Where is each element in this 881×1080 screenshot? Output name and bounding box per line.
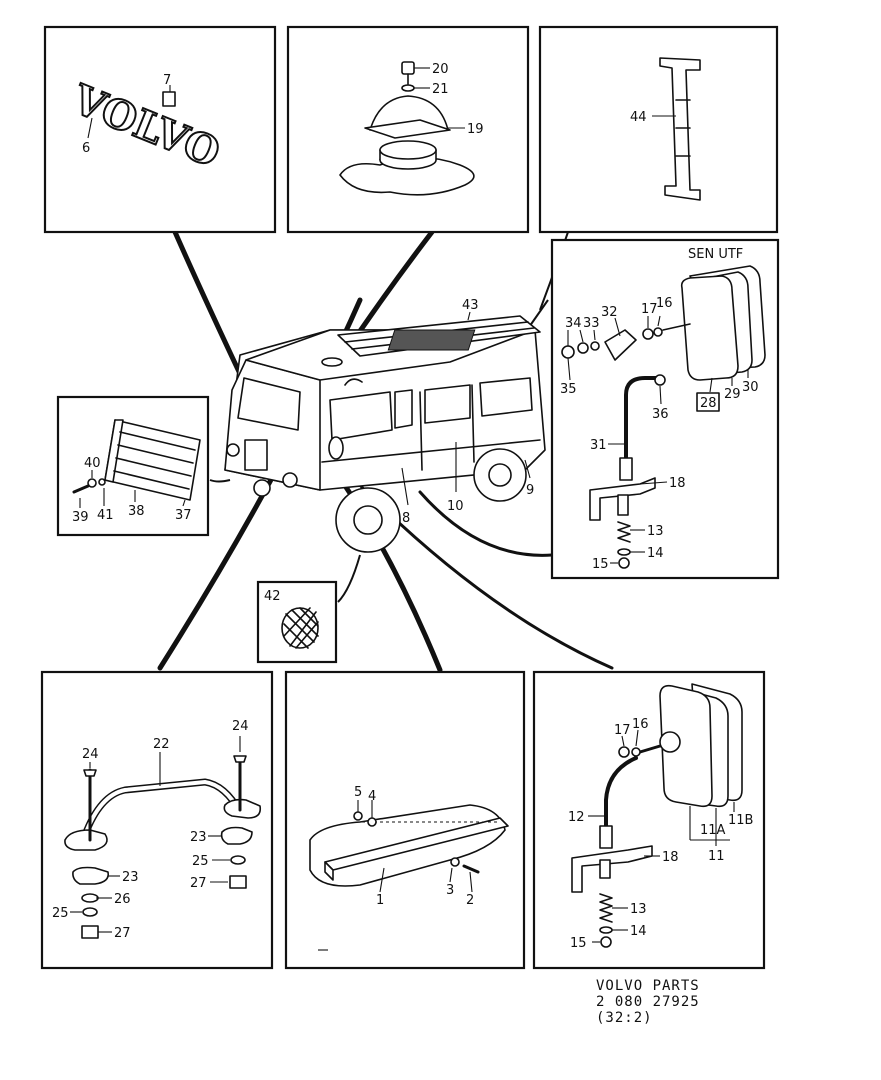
label-12: 12 bbox=[568, 810, 585, 825]
label-18: 18 bbox=[669, 476, 686, 491]
label-25-left: 25 bbox=[52, 906, 69, 921]
label-34: 34 bbox=[565, 316, 582, 331]
label-26: 26 bbox=[114, 892, 131, 907]
label-24-right: 24 bbox=[232, 719, 249, 734]
label-27-left: 27 bbox=[114, 926, 131, 941]
label-4: 4 bbox=[368, 789, 376, 804]
label-9: 9 bbox=[526, 483, 534, 498]
label-14-early: 14 bbox=[630, 924, 647, 939]
label-22: 22 bbox=[153, 737, 170, 752]
label-11: 11 bbox=[708, 849, 725, 864]
label-30: 30 bbox=[742, 380, 759, 395]
label-28: 28 bbox=[700, 396, 717, 411]
panel-grille: 40 39 41 38 37 bbox=[56, 395, 210, 537]
label-32: 32 bbox=[601, 305, 618, 320]
label-41: 41 bbox=[97, 508, 114, 523]
label-44: 44 bbox=[630, 110, 647, 125]
label-24-left: 24 bbox=[82, 747, 99, 762]
panel-grab-handle: 22 24 24 23 26 25 27 23 25 27 bbox=[40, 670, 274, 970]
label-13-early: 13 bbox=[630, 902, 647, 917]
label-25-right: 25 bbox=[192, 854, 209, 869]
catalog-reference: VOLVO PARTS 2 080 27925 (32:2) bbox=[596, 978, 700, 1026]
label-17: 17 bbox=[641, 302, 658, 317]
panel-roof-handle: 20 21 19 bbox=[286, 25, 530, 234]
label-38: 38 bbox=[128, 504, 145, 519]
label-7: 7 bbox=[163, 73, 171, 88]
label-19: 19 bbox=[467, 122, 484, 137]
footer-line-1: VOLVO PARTS bbox=[596, 978, 700, 994]
label-40: 40 bbox=[84, 456, 101, 471]
label-8: 8 bbox=[402, 511, 410, 526]
panel-rub-strip: 5 4 3 2 1 bbox=[284, 670, 526, 970]
label-43: 43 bbox=[462, 298, 479, 313]
vehicle-illustration: 43 8 10 9 bbox=[224, 298, 546, 553]
label-15-early: 15 bbox=[570, 936, 587, 951]
label-6: 6 bbox=[82, 141, 90, 156]
label-15: 15 bbox=[592, 557, 609, 572]
label-23-right: 23 bbox=[190, 830, 207, 845]
panel-emblem: 42 bbox=[256, 580, 338, 664]
label-5: 5 bbox=[354, 785, 362, 800]
label-17-early: 17 bbox=[614, 723, 631, 738]
label-27-right: 27 bbox=[190, 876, 207, 891]
panel-mirror-early: 17 16 12 18 13 14 15 11A 11B 11 bbox=[532, 670, 766, 970]
label-2: 2 bbox=[466, 893, 474, 908]
label-11b: 11B bbox=[728, 813, 753, 828]
label-33: 33 bbox=[583, 316, 600, 331]
label-31: 31 bbox=[590, 438, 607, 453]
label-36: 36 bbox=[652, 407, 669, 422]
label-10: 10 bbox=[447, 499, 464, 514]
panel-mirror-late: SEN UTF bbox=[550, 238, 780, 580]
label-18-early: 18 bbox=[662, 850, 679, 865]
label-37: 37 bbox=[175, 508, 192, 523]
label-21: 21 bbox=[432, 82, 449, 97]
label-16-early: 16 bbox=[632, 717, 649, 732]
panel-ladder: 44 bbox=[538, 25, 779, 234]
label-13: 13 bbox=[647, 524, 664, 539]
label-11a: 11A bbox=[700, 823, 726, 838]
label-20: 20 bbox=[432, 62, 449, 77]
label-16: 16 bbox=[656, 296, 673, 311]
label-14: 14 bbox=[647, 546, 664, 561]
footer-line-2: 2 080 27925 bbox=[596, 994, 700, 1010]
label-1: 1 bbox=[376, 893, 384, 908]
label-42: 42 bbox=[264, 589, 281, 604]
panel-logo: VOLVO 7 6 bbox=[43, 25, 277, 234]
variant-note: SEN UTF bbox=[688, 247, 743, 262]
label-23-left: 23 bbox=[122, 870, 139, 885]
footer-line-3: (32:2) bbox=[596, 1010, 653, 1026]
label-29: 29 bbox=[724, 387, 741, 402]
label-39: 39 bbox=[72, 510, 89, 525]
label-3: 3 bbox=[446, 883, 454, 898]
label-35: 35 bbox=[560, 382, 577, 397]
